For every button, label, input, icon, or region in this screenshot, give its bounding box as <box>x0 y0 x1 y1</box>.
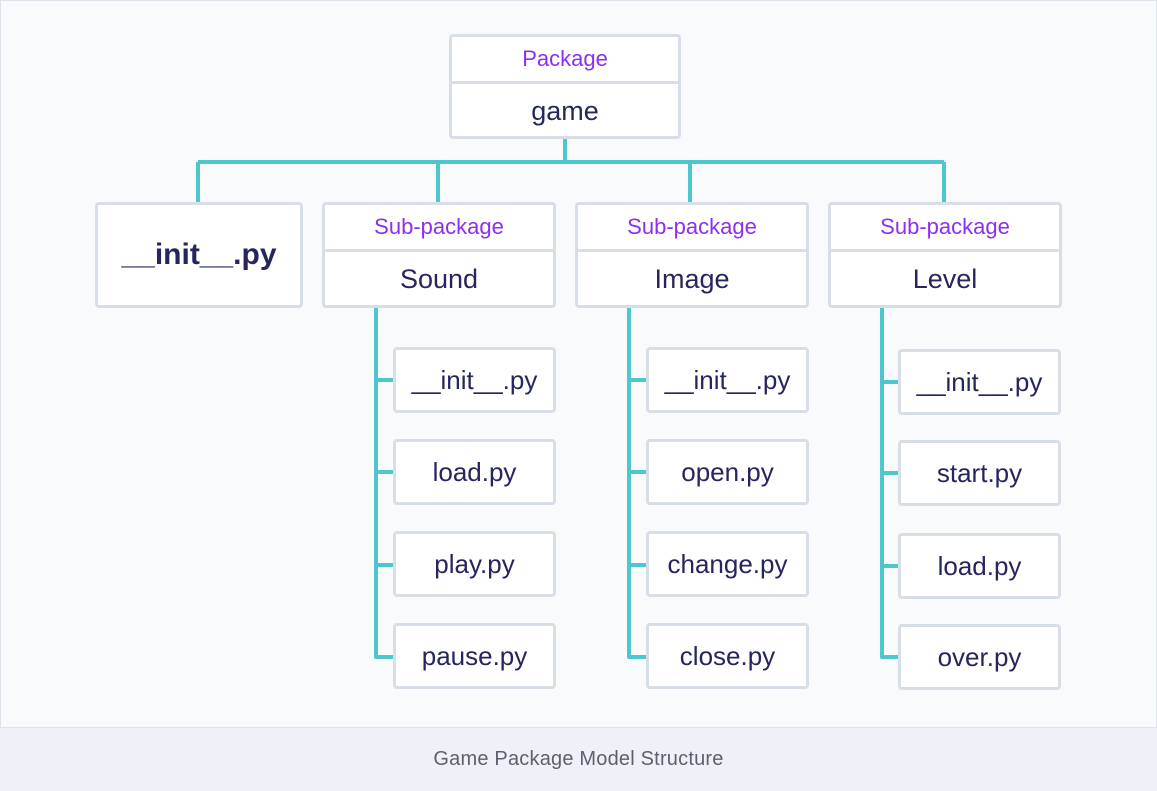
caption-bar: Game Package Model Structure <box>0 727 1157 791</box>
module-file-label: pause.py <box>421 640 528 671</box>
module-file-label: close.py <box>679 640 776 671</box>
module-file-label: __init__.py <box>916 366 1043 397</box>
root-init-label: __init__.py <box>121 238 277 271</box>
subpackage-name: Image <box>654 264 730 294</box>
figure-caption: Game Package Model Structure <box>433 748 724 770</box>
module-file-label: load.py <box>432 456 517 487</box>
module-file-label: over.py <box>937 641 1022 672</box>
package-name: game <box>531 96 599 126</box>
subpackage-node-image: Sub-package Image <box>575 202 809 308</box>
module-file: __init__.py <box>646 347 809 413</box>
module-file-label: __init__.py <box>664 364 791 395</box>
module-file: __init__.py <box>393 347 556 413</box>
module-file-label: play.py <box>434 548 515 579</box>
module-file: start.py <box>898 440 1061 506</box>
connector-level-children <box>880 308 900 659</box>
subpackage-name: Level <box>912 264 978 294</box>
module-file-label: open.py <box>681 456 774 487</box>
module-file-label: change.py <box>667 548 788 579</box>
package-node-game: Package game <box>449 34 681 139</box>
connector-root <box>198 138 944 164</box>
module-file: change.py <box>646 531 809 597</box>
module-file: __init__.py <box>898 349 1061 415</box>
module-file: pause.py <box>393 623 556 689</box>
module-file: play.py <box>393 531 556 597</box>
subpackage-node-sound: Sub-package Sound <box>322 202 556 308</box>
module-file-label: __init__.py <box>411 364 538 395</box>
module-file: open.py <box>646 439 809 505</box>
connector-image-children <box>627 308 648 659</box>
subpackage-name: Sound <box>399 264 479 294</box>
subpackage-node-level: Sub-package Level <box>828 202 1062 308</box>
module-file-label: start.py <box>936 457 1023 488</box>
module-file: load.py <box>898 533 1061 599</box>
subpackage-label: Sub-package <box>578 205 806 252</box>
subpackage-label: Sub-package <box>325 205 553 252</box>
module-file-label: load.py <box>937 550 1022 581</box>
package-label: Package <box>452 37 678 84</box>
root-init-file: __init__.py <box>95 202 303 308</box>
module-file: over.py <box>898 624 1061 690</box>
module-file: close.py <box>646 623 809 689</box>
module-file: load.py <box>393 439 556 505</box>
connector-sound-children <box>374 308 395 659</box>
subpackage-label: Sub-package <box>831 205 1059 252</box>
